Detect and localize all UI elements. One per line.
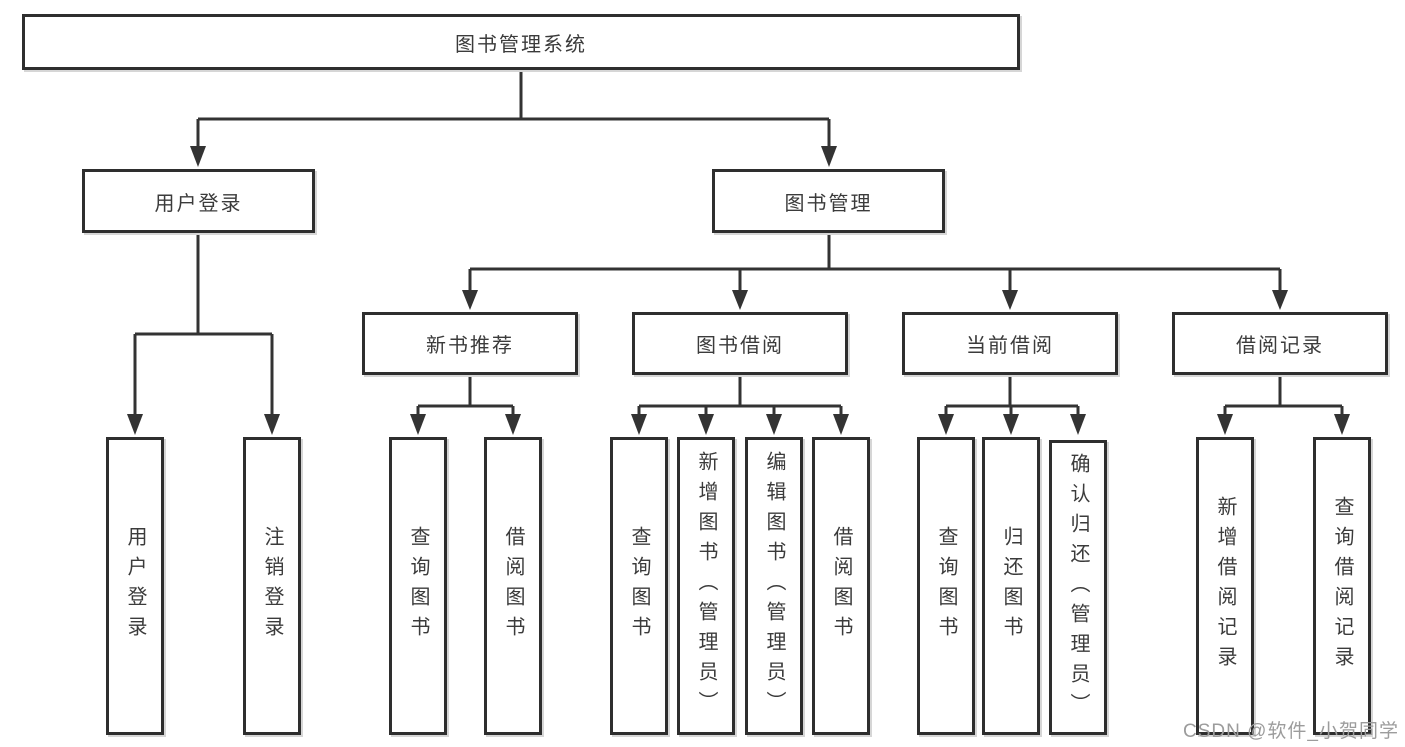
leaf-recommend-borrow-book: 借阅图书 <box>484 437 542 735</box>
arrowheads-level3 <box>462 290 1288 310</box>
leaf-user-login-label: 用户登录 <box>124 526 146 646</box>
leaf-current-query-book: 查询图书 <box>917 437 975 735</box>
connector-currentborrow-children <box>944 375 1080 417</box>
node-book-management: 图书管理 <box>712 169 945 233</box>
connector-borrowrecord-children <box>1223 375 1344 417</box>
leaf-borrow-borrow-book-label: 借阅图书 <box>830 526 852 646</box>
node-current-borrow-label: 当前借阅 <box>966 335 1054 357</box>
connector-bookborrow-children <box>637 375 843 417</box>
connector-newbook-children <box>416 375 515 417</box>
node-book-borrow-label: 图书借阅 <box>696 335 784 357</box>
node-current-borrow: 当前借阅 <box>902 312 1118 375</box>
leaf-record-add-label: 新增借阅记录 <box>1214 496 1236 676</box>
leaf-borrow-borrow-book: 借阅图书 <box>812 437 870 735</box>
csdn-watermark: CSDN @软件_小贺同学 <box>1183 721 1399 742</box>
leaf-borrow-add-book: 新增图书（管理员） <box>677 437 735 735</box>
leaf-borrow-edit-book: 编辑图书（管理员） <box>745 437 803 735</box>
leaf-recommend-query-book: 查询图书 <box>389 437 447 735</box>
connector-root-to-level2 <box>196 68 831 150</box>
node-root: 图书管理系统 <box>22 14 1020 70</box>
arrowheads-leaves <box>127 414 1350 435</box>
leaf-borrow-add-book-label: 新增图书（管理员） <box>695 451 717 721</box>
leaf-current-confirm-return-label: 确认归还（管理员） <box>1067 452 1089 723</box>
leaf-recommend-query-book-label: 查询图书 <box>407 526 429 646</box>
connector-userlogin-children <box>133 233 274 417</box>
node-new-book-recommend-label: 新书推荐 <box>426 335 514 357</box>
node-borrow-record-label: 借阅记录 <box>1236 335 1324 357</box>
leaf-borrow-query-book: 查询图书 <box>610 437 668 735</box>
leaf-record-add: 新增借阅记录 <box>1196 437 1254 735</box>
node-user-login: 用户登录 <box>82 169 315 233</box>
arrowheads-level2 <box>190 146 837 167</box>
node-borrow-record: 借阅记录 <box>1172 312 1388 375</box>
leaf-record-query: 查询借阅记录 <box>1313 437 1371 735</box>
leaf-recommend-borrow-book-label: 借阅图书 <box>502 526 524 646</box>
node-new-book-recommend: 新书推荐 <box>362 312 578 375</box>
leaf-borrow-query-book-label: 查询图书 <box>628 526 650 646</box>
leaf-logout: 注销登录 <box>243 437 301 735</box>
connector-bookmgmt-to-level3 <box>468 233 1282 293</box>
leaf-current-query-book-label: 查询图书 <box>935 526 957 646</box>
leaf-record-query-label: 查询借阅记录 <box>1331 496 1353 676</box>
leaf-borrow-edit-book-label: 编辑图书（管理员） <box>763 451 785 721</box>
node-book-borrow: 图书借阅 <box>632 312 848 375</box>
leaf-current-return-book-label: 归还图书 <box>1000 526 1022 646</box>
leaf-logout-label: 注销登录 <box>261 526 283 646</box>
node-root-label: 图书管理系统 <box>455 33 587 56</box>
leaf-current-return-book: 归还图书 <box>982 437 1040 735</box>
node-book-management-label: 图书管理 <box>784 192 873 215</box>
leaf-user-login: 用户登录 <box>106 437 164 735</box>
node-user-login-label: 用户登录 <box>154 192 243 215</box>
leaf-current-confirm-return: 确认归还（管理员） <box>1049 440 1107 735</box>
